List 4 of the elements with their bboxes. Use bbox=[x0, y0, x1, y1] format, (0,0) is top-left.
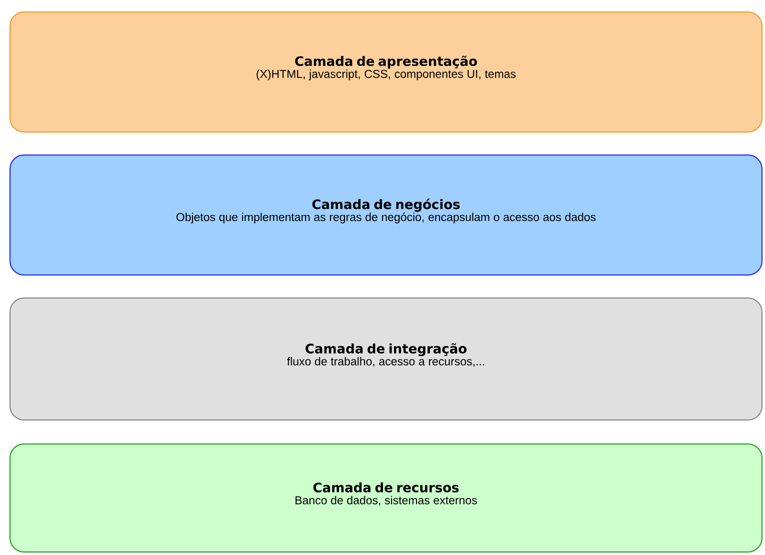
layer-box: Camada de recursos Banco de dados, sistemas externos bbox=[10, 444, 762, 552]
layer-box: Camada de negócios Objetos que implementam as regras de negócio, encapsulam o acesso aos dados bbox=[10, 154, 762, 276]
layer-box: Camada de apresentação (X)HTML, javascript, CSS, componentes UI, temas bbox=[10, 12, 762, 132]
layer-box: Camada de integração fluxo de trabalho, acesso a recursos,... bbox=[10, 298, 762, 420]
